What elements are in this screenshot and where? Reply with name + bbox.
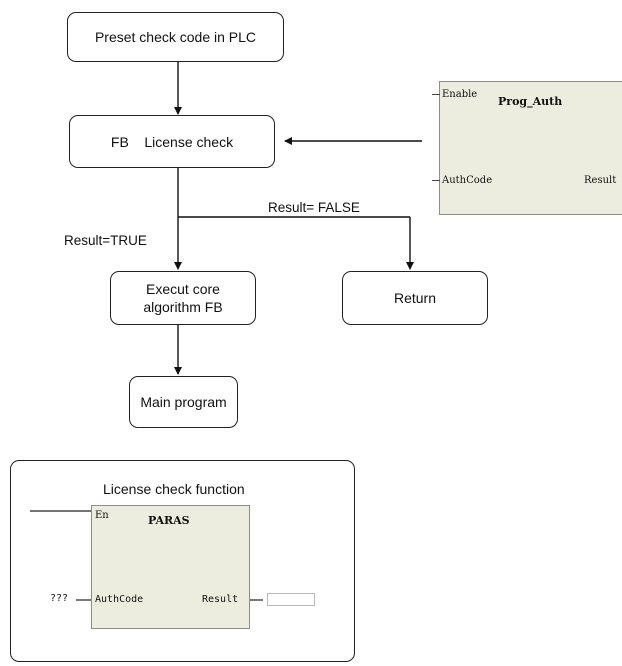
paras-authcode-label: AuthCode	[95, 594, 144, 605]
return-label: Return	[393, 290, 437, 306]
prog-auth-block	[439, 81, 622, 215]
prog-auth-block-container: Enable Prog_Auth AuthCode Result	[428, 81, 622, 215]
authcode-input-value: ???	[50, 593, 69, 604]
license-check-function-title: License check function	[103, 481, 245, 497]
result-false-label: Result= FALSE	[268, 200, 360, 215]
paras-result-label: Result	[202, 594, 239, 605]
paras-title: PARAS	[148, 514, 190, 527]
result-output-field[interactable]	[267, 593, 315, 606]
prog-auth-title: Prog_Auth	[498, 95, 563, 108]
preset-check-code-box: Preset check code in PLC	[67, 12, 284, 62]
en-label: En	[95, 510, 109, 521]
enable-pin	[432, 94, 440, 95]
execute-core-algorithm-box: Execut core algorithm FB	[110, 271, 256, 325]
license-check-function-panel	[10, 460, 355, 662]
return-box: Return	[342, 271, 488, 325]
license-check-fb-box: FB License check	[69, 115, 275, 168]
paras-block	[91, 505, 250, 629]
authcode-label: AuthCode	[442, 175, 493, 186]
license-check-fb-label: FB License check	[110, 133, 234, 150]
execute-core-algorithm-label: Execut core algorithm FB	[143, 281, 223, 315]
authcode-pin	[432, 180, 440, 181]
result-true-label: Result=TRUE	[64, 233, 147, 248]
preset-check-code-label: Preset check code in PLC	[94, 29, 257, 45]
result-label: Result	[584, 175, 617, 186]
main-program-label: Main program	[140, 394, 227, 410]
enable-label: Enable	[442, 89, 478, 100]
main-program-box: Main program	[129, 376, 238, 428]
